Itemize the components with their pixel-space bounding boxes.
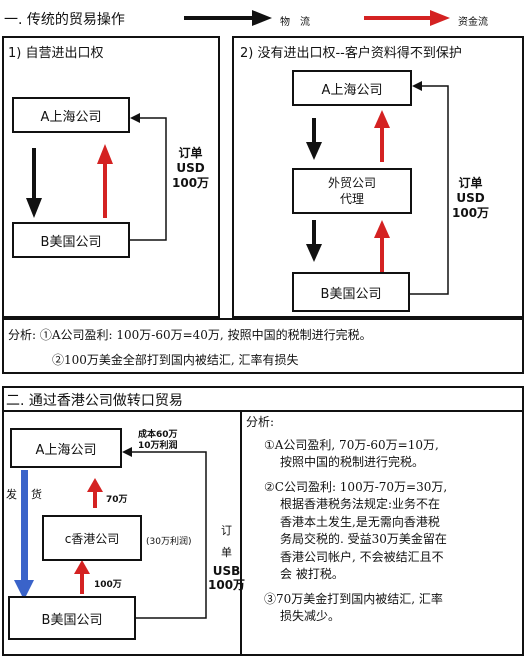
- s2-order-label: 订 单 USB 100万: [208, 520, 245, 592]
- panel-left-frame: [2, 36, 220, 318]
- analysis2-p2-line4: 务局交税的. 受益30万美金留在: [280, 532, 447, 546]
- analysis2-heading: 分析:: [246, 415, 275, 429]
- right-goods-arrow-1-icon: [306, 118, 322, 160]
- analysis2-p2-line6: 会 被打税。: [280, 567, 344, 581]
- analysis2-p2-line1: ②C公司盈利: 100万-70万=30万,: [264, 479, 448, 494]
- funds-70-arrow-icon: [87, 478, 103, 508]
- left-order-connector: [130, 117, 167, 241]
- right-order-arrowhead-icon: [412, 81, 422, 91]
- s2-order-connector: [130, 451, 207, 619]
- right-order-line2: USD: [456, 191, 485, 205]
- ship-arrow-icon: [14, 470, 34, 600]
- s2-order-line1: 订: [221, 524, 233, 537]
- left-box-shanghai: A上海公司: [12, 97, 130, 133]
- left-goods-arrow-icon: [26, 148, 42, 218]
- ship-label: 发货: [6, 488, 56, 501]
- analysis1-line2: ②100万美金全部打到国内被结汇, 汇率有损失: [52, 353, 299, 367]
- right-box-agent: 外贸公司 代理: [292, 168, 412, 214]
- right-box-shanghai: A上海公司: [292, 70, 412, 106]
- analysis2-p1-line2: 按照中国的税制进行完税。: [280, 455, 425, 469]
- analysis2-p1-line1: ①A公司盈利, 70万-60万=10万,: [264, 437, 439, 452]
- legend-goods-arrow-icon: [184, 10, 272, 26]
- right-order-line3: 100万: [452, 206, 490, 220]
- left-order-line1: 订单: [178, 146, 203, 160]
- hk-profit-label: (30万利润): [146, 537, 192, 547]
- analysis2-p3-line1: ③70万美金打到国内被结汇, 汇率: [264, 591, 443, 606]
- funds-100-arrow-icon: [74, 560, 90, 594]
- right-goods-arrow-2-icon: [306, 220, 322, 262]
- right-box-usa: B美国公司: [292, 272, 410, 312]
- left-order-arrowhead-icon: [130, 113, 140, 123]
- analysis2-p2-line3: 香港本土发生,是无需向香港税: [280, 514, 440, 529]
- section2-title: 二. 通过香港公司做转口贸易: [6, 393, 183, 409]
- s2-order-arrowhead-icon: [122, 447, 132, 457]
- panel-right-frame: [232, 36, 524, 318]
- s2-order-line3: USB: [212, 564, 241, 578]
- left-order-line3: 100万: [172, 176, 210, 190]
- agent-line2: 代理: [339, 192, 364, 206]
- left-order-line2: USD: [176, 161, 205, 175]
- s2-box-hongkong: c香港公司: [42, 515, 142, 561]
- s2-order-line4: 100万: [208, 578, 246, 592]
- legend-goods-label: 物 流: [280, 17, 310, 28]
- amount-70-label: 70万: [106, 495, 128, 505]
- analysis2-p3-line2: 损失减少。: [280, 609, 341, 623]
- legend-funds-label: 资金流: [458, 17, 488, 28]
- right-order-line1: 订单: [458, 176, 483, 190]
- s2-order-line2: 单: [221, 546, 233, 559]
- s2-box-shanghai: A上海公司: [10, 428, 122, 468]
- cost-line1: 成本60万: [138, 430, 178, 440]
- legend-funds-arrow-icon: [364, 10, 450, 26]
- analysis2-p2-line2: 根据香港税务法规定:业务不在: [280, 497, 441, 511]
- analysis2-frame: [240, 410, 524, 656]
- left-order-label: 订单 USD 100万: [172, 146, 209, 191]
- right-funds-arrow-1-icon: [374, 110, 390, 162]
- analysis2-p2-line5: 香港公司帐户, 不会被结汇且不: [280, 549, 444, 564]
- agent-line1: 外贸公司: [327, 176, 376, 190]
- left-box-usa: B美国公司: [12, 222, 130, 258]
- analysis1-line1: 分析: ①A公司盈利: 100万-60万=40万, 按照中国的税制进行完税。: [8, 328, 372, 342]
- amount-100-label: 100万: [94, 580, 122, 590]
- panel-right-title: 2) 没有进出口权--客户资料得不到保护: [240, 46, 462, 61]
- cost-profit-label: 成本60万 10万利润: [138, 430, 178, 452]
- right-funds-arrow-2-icon: [374, 220, 390, 272]
- analysis1-frame: [2, 318, 524, 374]
- section1-title: 一. 传统的贸易操作: [4, 12, 125, 28]
- right-order-label: 订单 USD 100万: [452, 176, 489, 221]
- analysis2-text: 分析: ①A公司盈利, 70万-60万=10万, 按照中国的税制进行完税。 ②C…: [246, 414, 520, 626]
- left-funds-arrow-icon: [97, 144, 113, 218]
- cost-line2: 10万利润: [138, 441, 178, 451]
- s2-box-usa: B美国公司: [8, 596, 136, 640]
- panel-left-title: 1) 自营进出口权: [8, 46, 104, 61]
- right-order-connector: [410, 85, 449, 295]
